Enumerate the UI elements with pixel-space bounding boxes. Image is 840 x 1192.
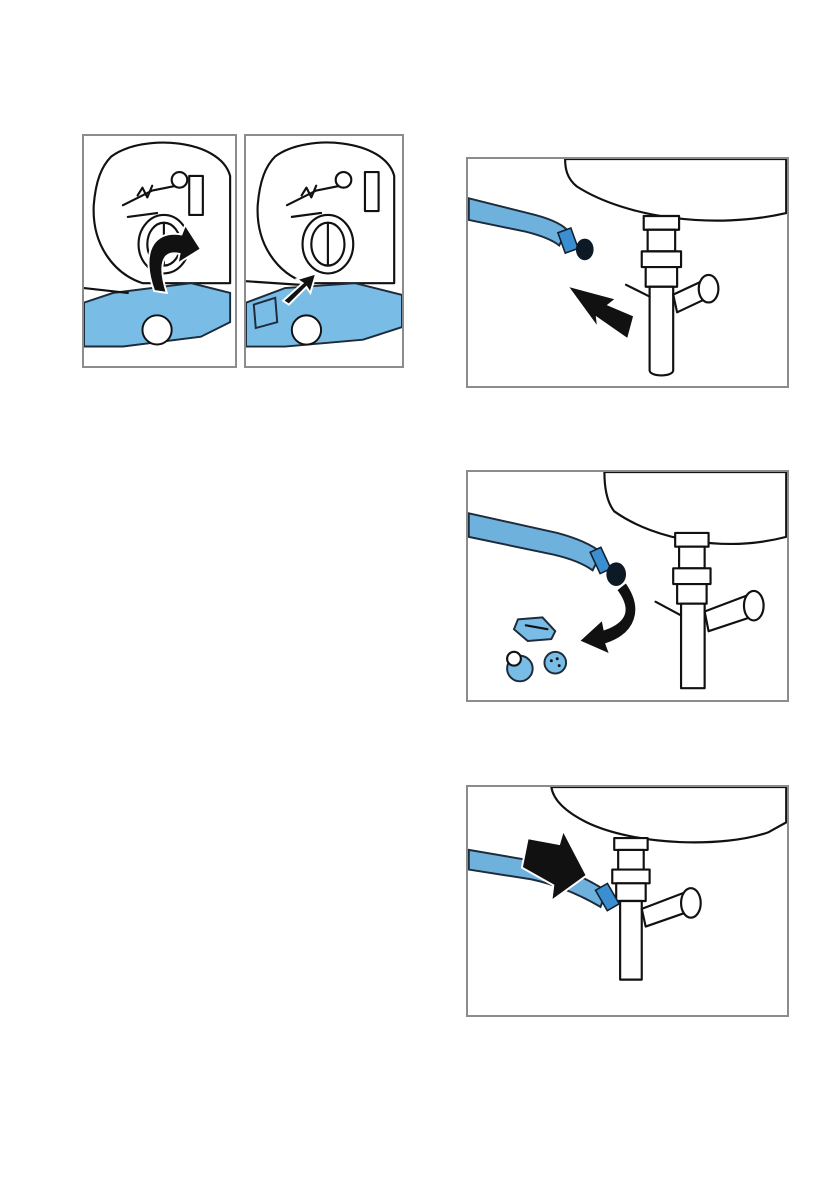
filter-cover-latch-drawing	[246, 136, 402, 366]
hose-attach-drawing	[468, 787, 787, 1015]
hose-detach-drawing	[468, 159, 787, 386]
illustration-filter-cover-latch	[244, 134, 404, 368]
illustration-hose-attach	[466, 785, 789, 1017]
illustration-remove-seal	[466, 470, 789, 702]
curved-arrow-icon	[579, 582, 636, 655]
straight-arrow-icon	[558, 286, 638, 340]
step-number-circle-icon	[292, 315, 321, 344]
filter-cover-drawing	[84, 136, 235, 366]
step-number-circle-icon	[142, 315, 171, 344]
illustration-hose-detach	[466, 157, 789, 388]
illustration-filter-cover-open	[82, 134, 237, 368]
remove-seal-drawing	[468, 472, 787, 700]
